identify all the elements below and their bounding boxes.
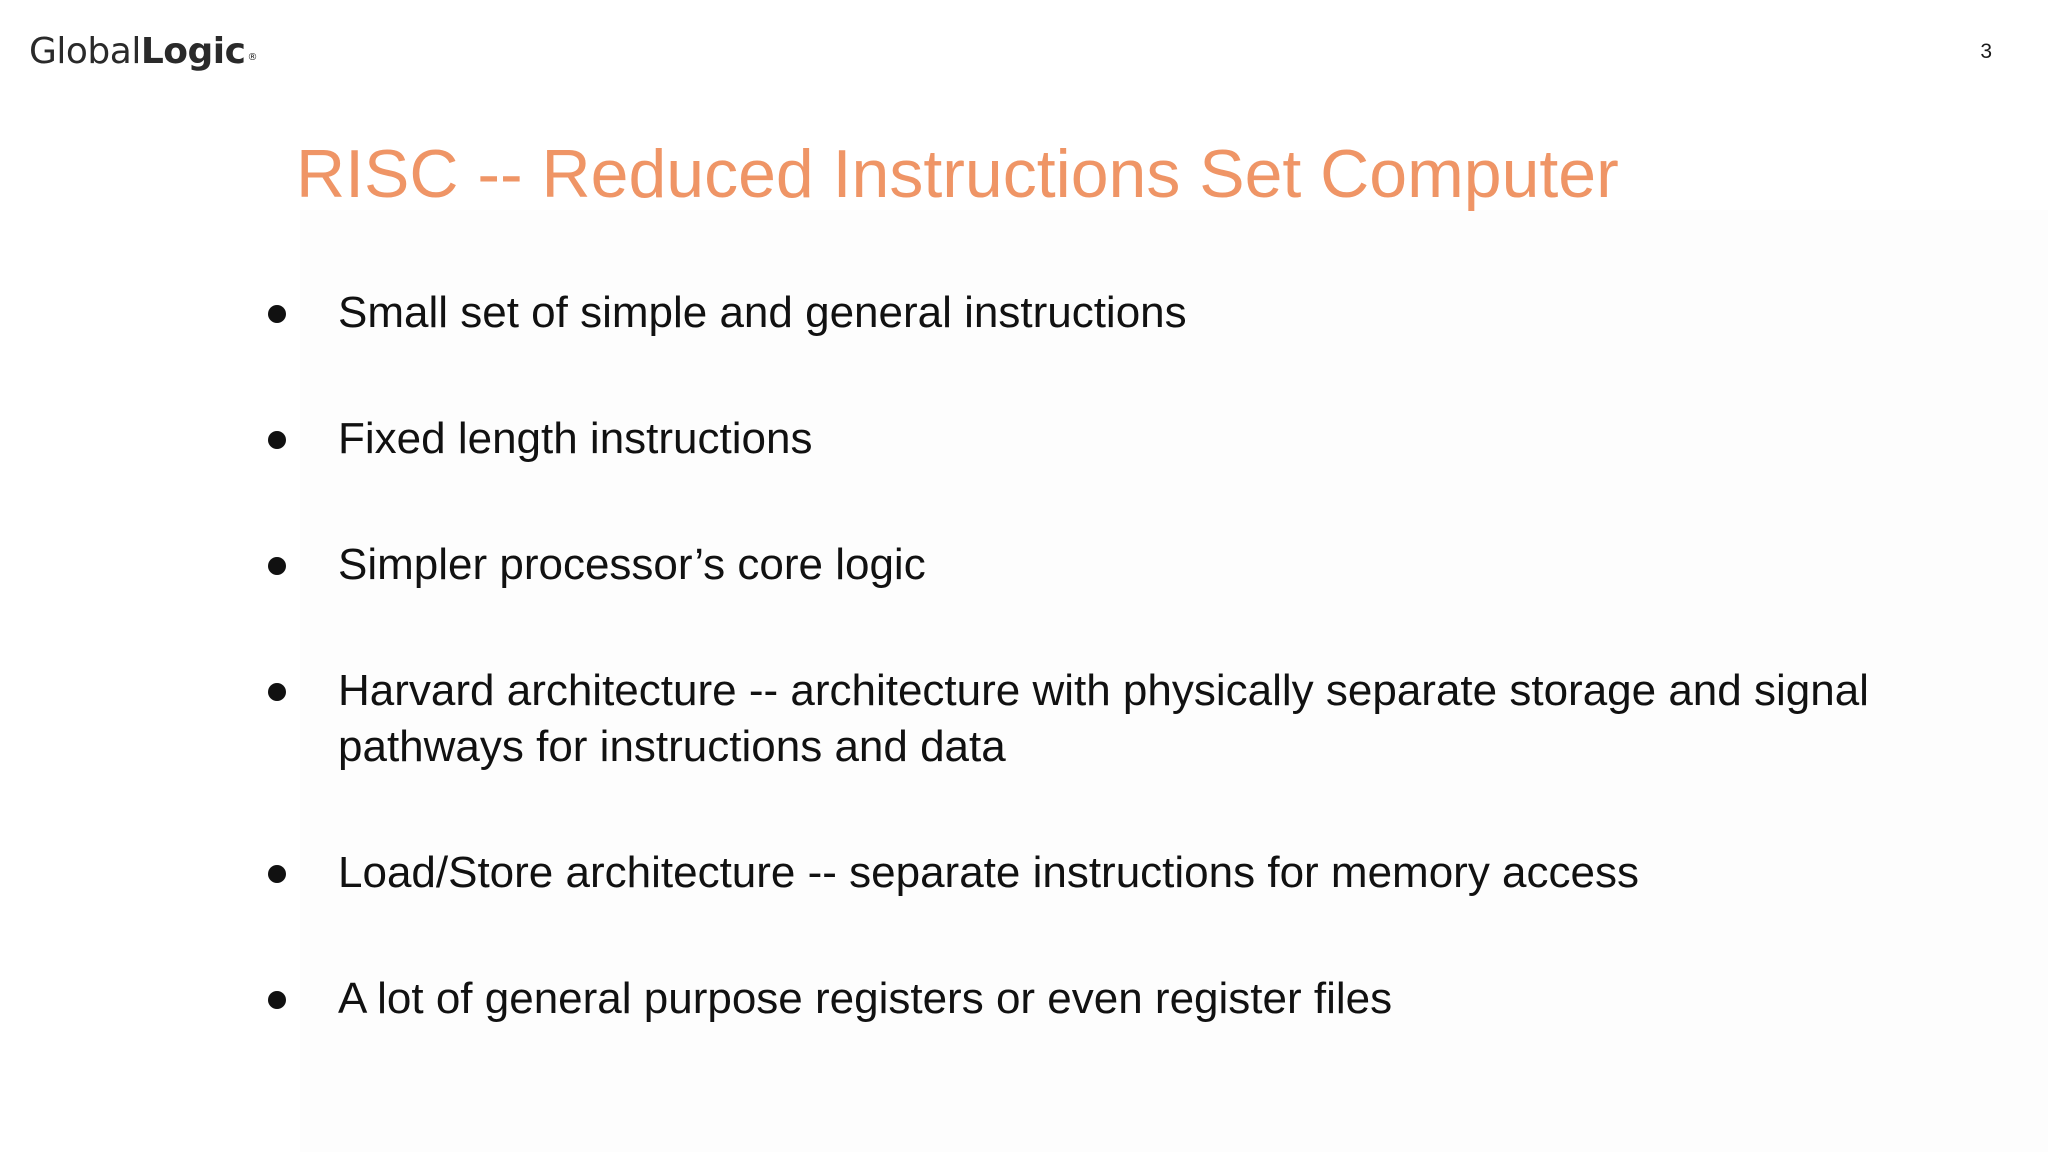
bullet-text: Fixed length instructions — [338, 414, 813, 463]
content-panel — [300, 210, 2048, 1152]
bullet-dot-icon — [268, 683, 286, 701]
bullet-text: Harvard architecture -- architecture wit… — [338, 666, 1869, 771]
bullet-item: Fixed length instructions — [268, 411, 1898, 467]
bullet-item: Load/Store architecture -- separate inst… — [268, 845, 1898, 901]
logo-text-bold: Logic — [140, 31, 246, 72]
slide-title: RISC -- Reduced Instructions Set Compute… — [296, 136, 1619, 212]
bullet-text: Load/Store architecture -- separate inst… — [338, 848, 1639, 897]
bullet-dot-icon — [268, 431, 286, 449]
bullet-item: Small set of simple and general instruct… — [268, 285, 1898, 341]
bullet-text: Small set of simple and general instruct… — [338, 288, 1187, 337]
bullet-item: Harvard architecture -- architecture wit… — [268, 663, 1898, 775]
logo-trademark: ® — [247, 52, 257, 63]
page-number: 3 — [1980, 40, 1992, 63]
logo-text-light: Global — [29, 31, 141, 72]
bullet-dot-icon — [268, 991, 286, 1009]
bullet-item: Simpler processor’s core logic — [268, 537, 1898, 593]
bullet-dot-icon — [268, 305, 286, 323]
bullet-dot-icon — [268, 557, 286, 575]
bullet-dot-icon — [268, 865, 286, 883]
bullet-text: Simpler processor’s core logic — [338, 540, 926, 589]
bullet-item: A lot of general purpose registers or ev… — [268, 971, 1898, 1027]
globallogic-logo: GlobalLogic® — [29, 30, 257, 74]
bullet-text: A lot of general purpose registers or ev… — [338, 974, 1393, 1023]
